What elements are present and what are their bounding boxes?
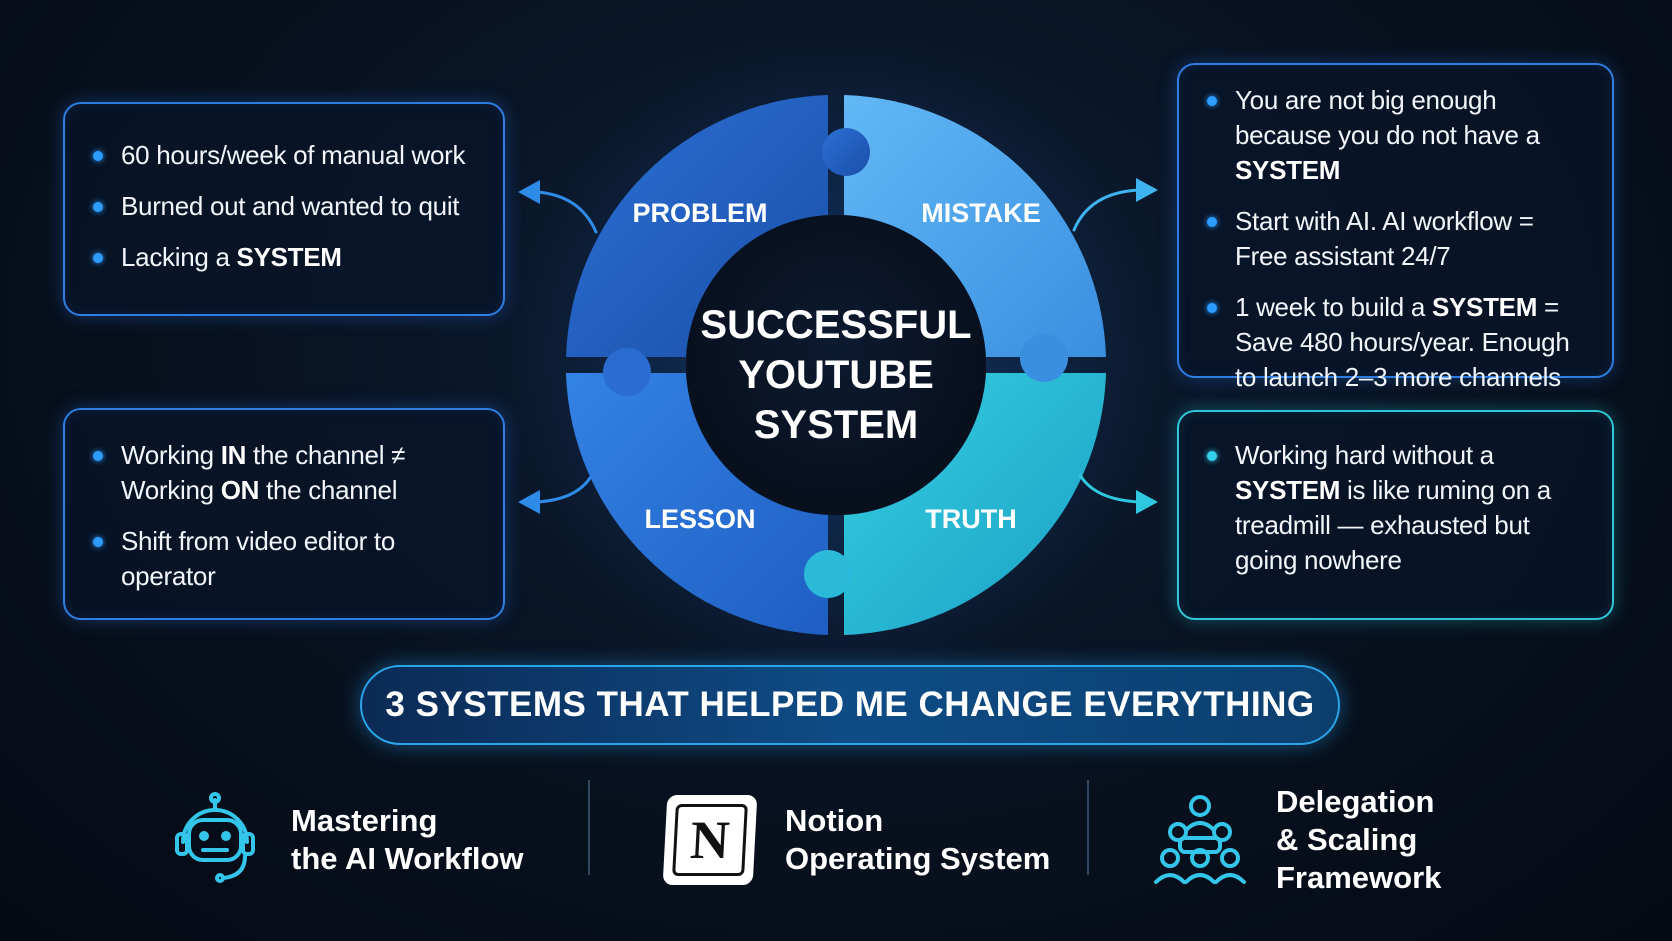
center-title-line-1: SUCCESSFUL <box>700 303 971 347</box>
system-3-line-3: Framework <box>1276 860 1442 895</box>
quadrant-mistake <box>844 95 1106 357</box>
mistake-item-1: You are not big enough because you do no… <box>1205 83 1592 188</box>
truth-item-1: Working hard without a SYSTEM is like ru… <box>1205 438 1575 578</box>
system-ai-workflow: Mastering the AI Workflow <box>165 775 524 905</box>
systems-banner: 3 SYSTEMS THAT HELPED ME CHANGE EVERYTHI… <box>360 665 1340 745</box>
arrowhead-problem <box>518 180 540 204</box>
label-mistake: MISTAKE <box>921 198 1041 228</box>
puzzle-knob-bottom <box>804 550 852 598</box>
banner-text: 3 SYSTEMS THAT HELPED ME CHANGE EVERYTHI… <box>385 685 1315 724</box>
system-notion: N Notion Operating System <box>662 775 1051 905</box>
label-lesson: LESSON <box>644 504 755 534</box>
puzzle-knob-left <box>603 348 651 396</box>
truth-box: Working hard without a SYSTEM is like ru… <box>1177 410 1614 620</box>
arrow-mistake <box>1072 188 1142 232</box>
arrowhead-mistake <box>1136 178 1158 202</box>
quadrant-truth <box>844 373 1106 635</box>
system-2-line-1: Notion <box>785 803 884 838</box>
system-1-line-2: the AI Workflow <box>291 841 524 876</box>
system-3-line-2: & Scaling <box>1276 822 1418 857</box>
notion-glyph: N <box>688 810 732 870</box>
arrowhead-lesson <box>518 490 540 514</box>
puzzle-knob-top <box>822 128 870 176</box>
problem-item-1: 60 hours/week of manual work <box>91 138 479 173</box>
center-title-line-3: SYSTEM <box>754 403 918 447</box>
quadrant-lesson <box>566 373 828 635</box>
problem-item-3: Lacking a SYSTEM <box>91 240 479 275</box>
problem-box: 60 hours/week of manual work Burned out … <box>63 102 505 316</box>
divider-1 <box>588 780 590 875</box>
system-1-line-1: Mastering <box>291 803 438 838</box>
mistake-box: You are not big enough because you do no… <box>1177 63 1614 392</box>
arrowhead-truth <box>1136 490 1158 514</box>
problem-item-2: Burned out and wanted to quit <box>91 189 479 224</box>
ring-center <box>686 215 986 515</box>
notion-icon: N <box>662 795 758 885</box>
lesson-item-1: Working IN the channel ≠ Working ON the … <box>91 438 479 508</box>
center-title-line-2: YOUTUBE <box>738 353 934 397</box>
system-delegation: Delegation & Scaling Framework <box>1150 775 1441 905</box>
lesson-item-2: Shift from video editor to operator <box>91 524 451 594</box>
mistake-item-3: 1 week to build a SYSTEM = Save 480 hour… <box>1205 290 1592 395</box>
team-icon <box>1154 795 1246 884</box>
robot-icon <box>175 792 255 883</box>
system-2-line-2: Operating System <box>785 841 1051 876</box>
quadrant-problem <box>566 95 828 357</box>
puzzle-knob-right <box>1020 334 1068 382</box>
label-truth: TRUTH <box>925 504 1016 534</box>
label-problem: PROBLEM <box>633 198 768 228</box>
arrow-truth <box>1078 473 1142 504</box>
mistake-item-2: Start with AI. AI workflow = Free assist… <box>1205 204 1565 274</box>
arrow-lesson <box>534 476 592 504</box>
divider-2 <box>1087 780 1089 875</box>
system-3-line-1: Delegation <box>1276 784 1435 819</box>
arrow-problem <box>534 190 598 234</box>
lesson-box: Working IN the channel ≠ Working ON the … <box>63 408 505 620</box>
